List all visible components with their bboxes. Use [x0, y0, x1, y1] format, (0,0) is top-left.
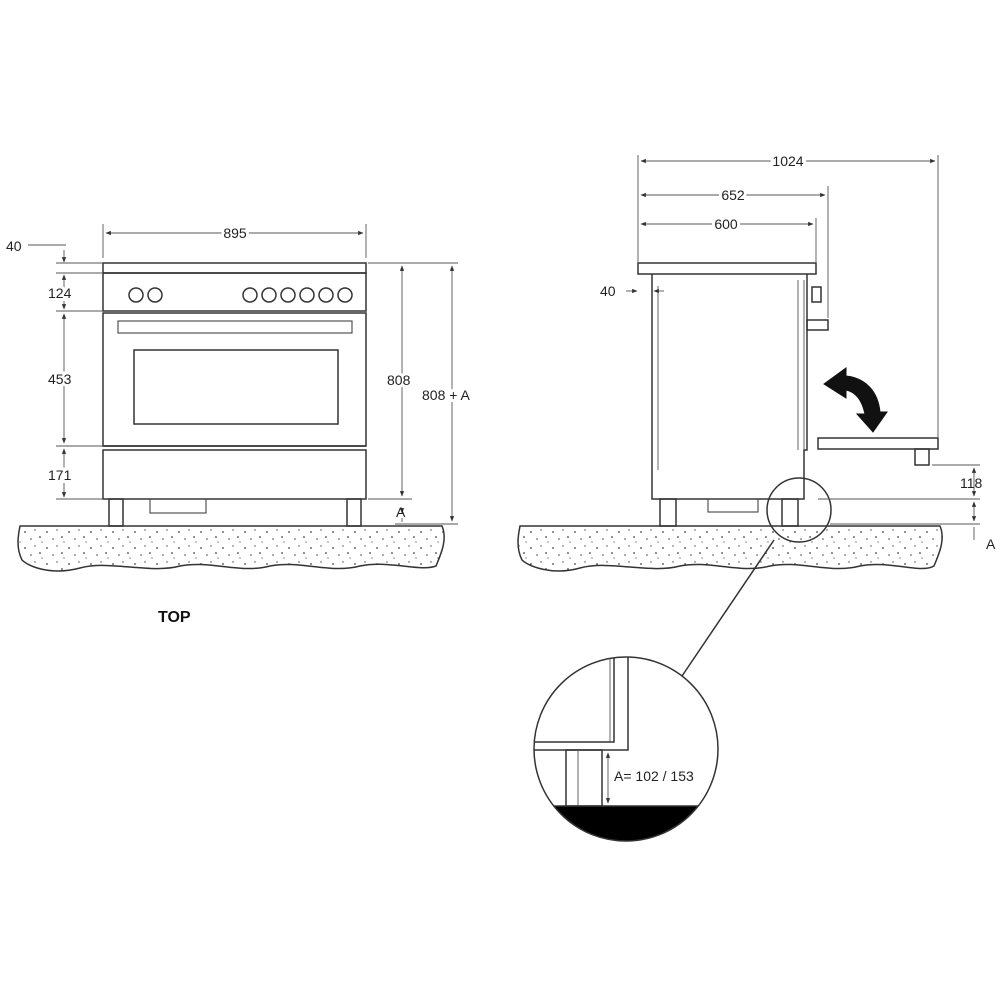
side-worktop: [637, 262, 817, 275]
detail-marker-circle: [766, 477, 832, 543]
side-foot-front: [781, 498, 799, 527]
side-plinth: [707, 498, 759, 513]
knob: [318, 287, 334, 303]
knob: [147, 287, 163, 303]
front-worktop: [102, 262, 367, 274]
dim-panel-height: 124: [48, 285, 72, 301]
side-floor: [517, 525, 943, 572]
side-knob: [811, 286, 822, 303]
knob: [337, 287, 353, 303]
dim-total-height-adjustable: 808 + A: [422, 387, 471, 403]
foot-detail-view: A= 102 / 153: [533, 656, 719, 842]
knob: [128, 287, 144, 303]
storage-drawer: [102, 449, 367, 500]
front-view-label: TOP: [158, 609, 191, 626]
control-panel: [102, 272, 367, 312]
side-handle: [806, 319, 829, 331]
knob: [280, 287, 296, 303]
dim-foot-adjustment: A= 102 / 153: [614, 768, 694, 784]
dim-depth-body: 600: [714, 216, 738, 232]
front-floor: [17, 525, 445, 572]
detail-circle: [533, 656, 719, 842]
dim-side-foot-a: A: [986, 536, 996, 552]
dim-depth-overall: 1024: [772, 153, 803, 169]
side-foot-rear: [659, 498, 677, 527]
side-view: 1024 652 600 40 118 A: [517, 150, 996, 677]
dim-oven-height: 453: [48, 371, 72, 387]
knob: [261, 287, 277, 303]
front-foot-left: [108, 498, 124, 527]
door-swing-arrow: [823, 367, 888, 433]
dim-side-top-clearance: 40: [600, 283, 616, 299]
dim-rear-foot-height: 118: [960, 475, 983, 491]
knob: [299, 287, 315, 303]
detail-leader: [681, 539, 775, 677]
dim-width: 895: [223, 225, 247, 241]
plinth: [149, 498, 207, 514]
front-foot-right: [346, 498, 362, 527]
oven-handle: [117, 320, 353, 334]
knob: [242, 287, 258, 303]
open-door-handle: [914, 448, 930, 466]
dim-top-clearance: 40: [6, 238, 22, 254]
dim-depth-knobs: 652: [721, 187, 745, 203]
dim-total-height: 808: [387, 372, 411, 388]
control-knobs: [128, 287, 353, 303]
oven-window: [133, 349, 339, 425]
side-body: [651, 274, 808, 500]
front-view: 895 40 124 453 171 808 808 + A A TOP: [6, 222, 474, 626]
open-door: [817, 437, 939, 450]
dim-foot-a: A: [396, 504, 406, 520]
dim-drawer-height: 171: [48, 467, 72, 483]
